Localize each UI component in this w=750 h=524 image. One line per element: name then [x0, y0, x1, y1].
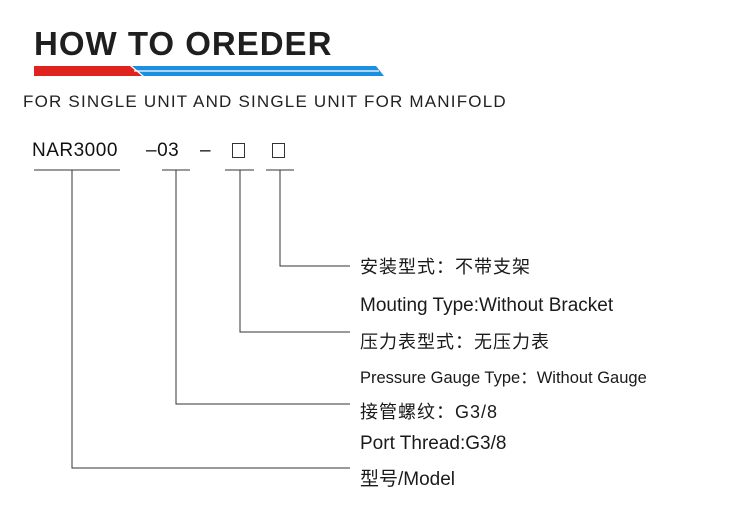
underline-red-stripe	[34, 66, 142, 76]
mounting-type-en: Mouting Type:Without Bracket	[360, 295, 614, 316]
gauge-box-icon	[232, 143, 245, 158]
code-thread: –03	[146, 140, 180, 161]
port-thread-zh: 接管螺纹：G3/8	[360, 402, 499, 422]
title-underline	[34, 66, 384, 76]
thread-leader	[175, 170, 350, 405]
port-thread-en: Port Thread:G3/8	[360, 433, 507, 454]
bracket-leader	[279, 170, 350, 267]
gauge-type-zh: 压力表型式：无压力表	[360, 332, 550, 352]
page-title: HOW TO OREDER	[34, 25, 333, 62]
bracket-box-icon	[272, 143, 285, 158]
model-leader	[71, 170, 350, 469]
code-model: NAR3000	[32, 140, 118, 161]
gauge-leader	[239, 170, 350, 333]
mounting-type-zh: 安装型式：不带支架	[360, 257, 531, 277]
model-label: 型号/Model	[360, 469, 456, 490]
code-gauge-dash: –	[200, 140, 212, 161]
subtitle: FOR SINGLE UNIT AND SINGLE UNIT FOR MANI…	[23, 92, 507, 111]
gauge-type-en: Pressure Gauge Type：Without Gauge	[360, 369, 647, 387]
